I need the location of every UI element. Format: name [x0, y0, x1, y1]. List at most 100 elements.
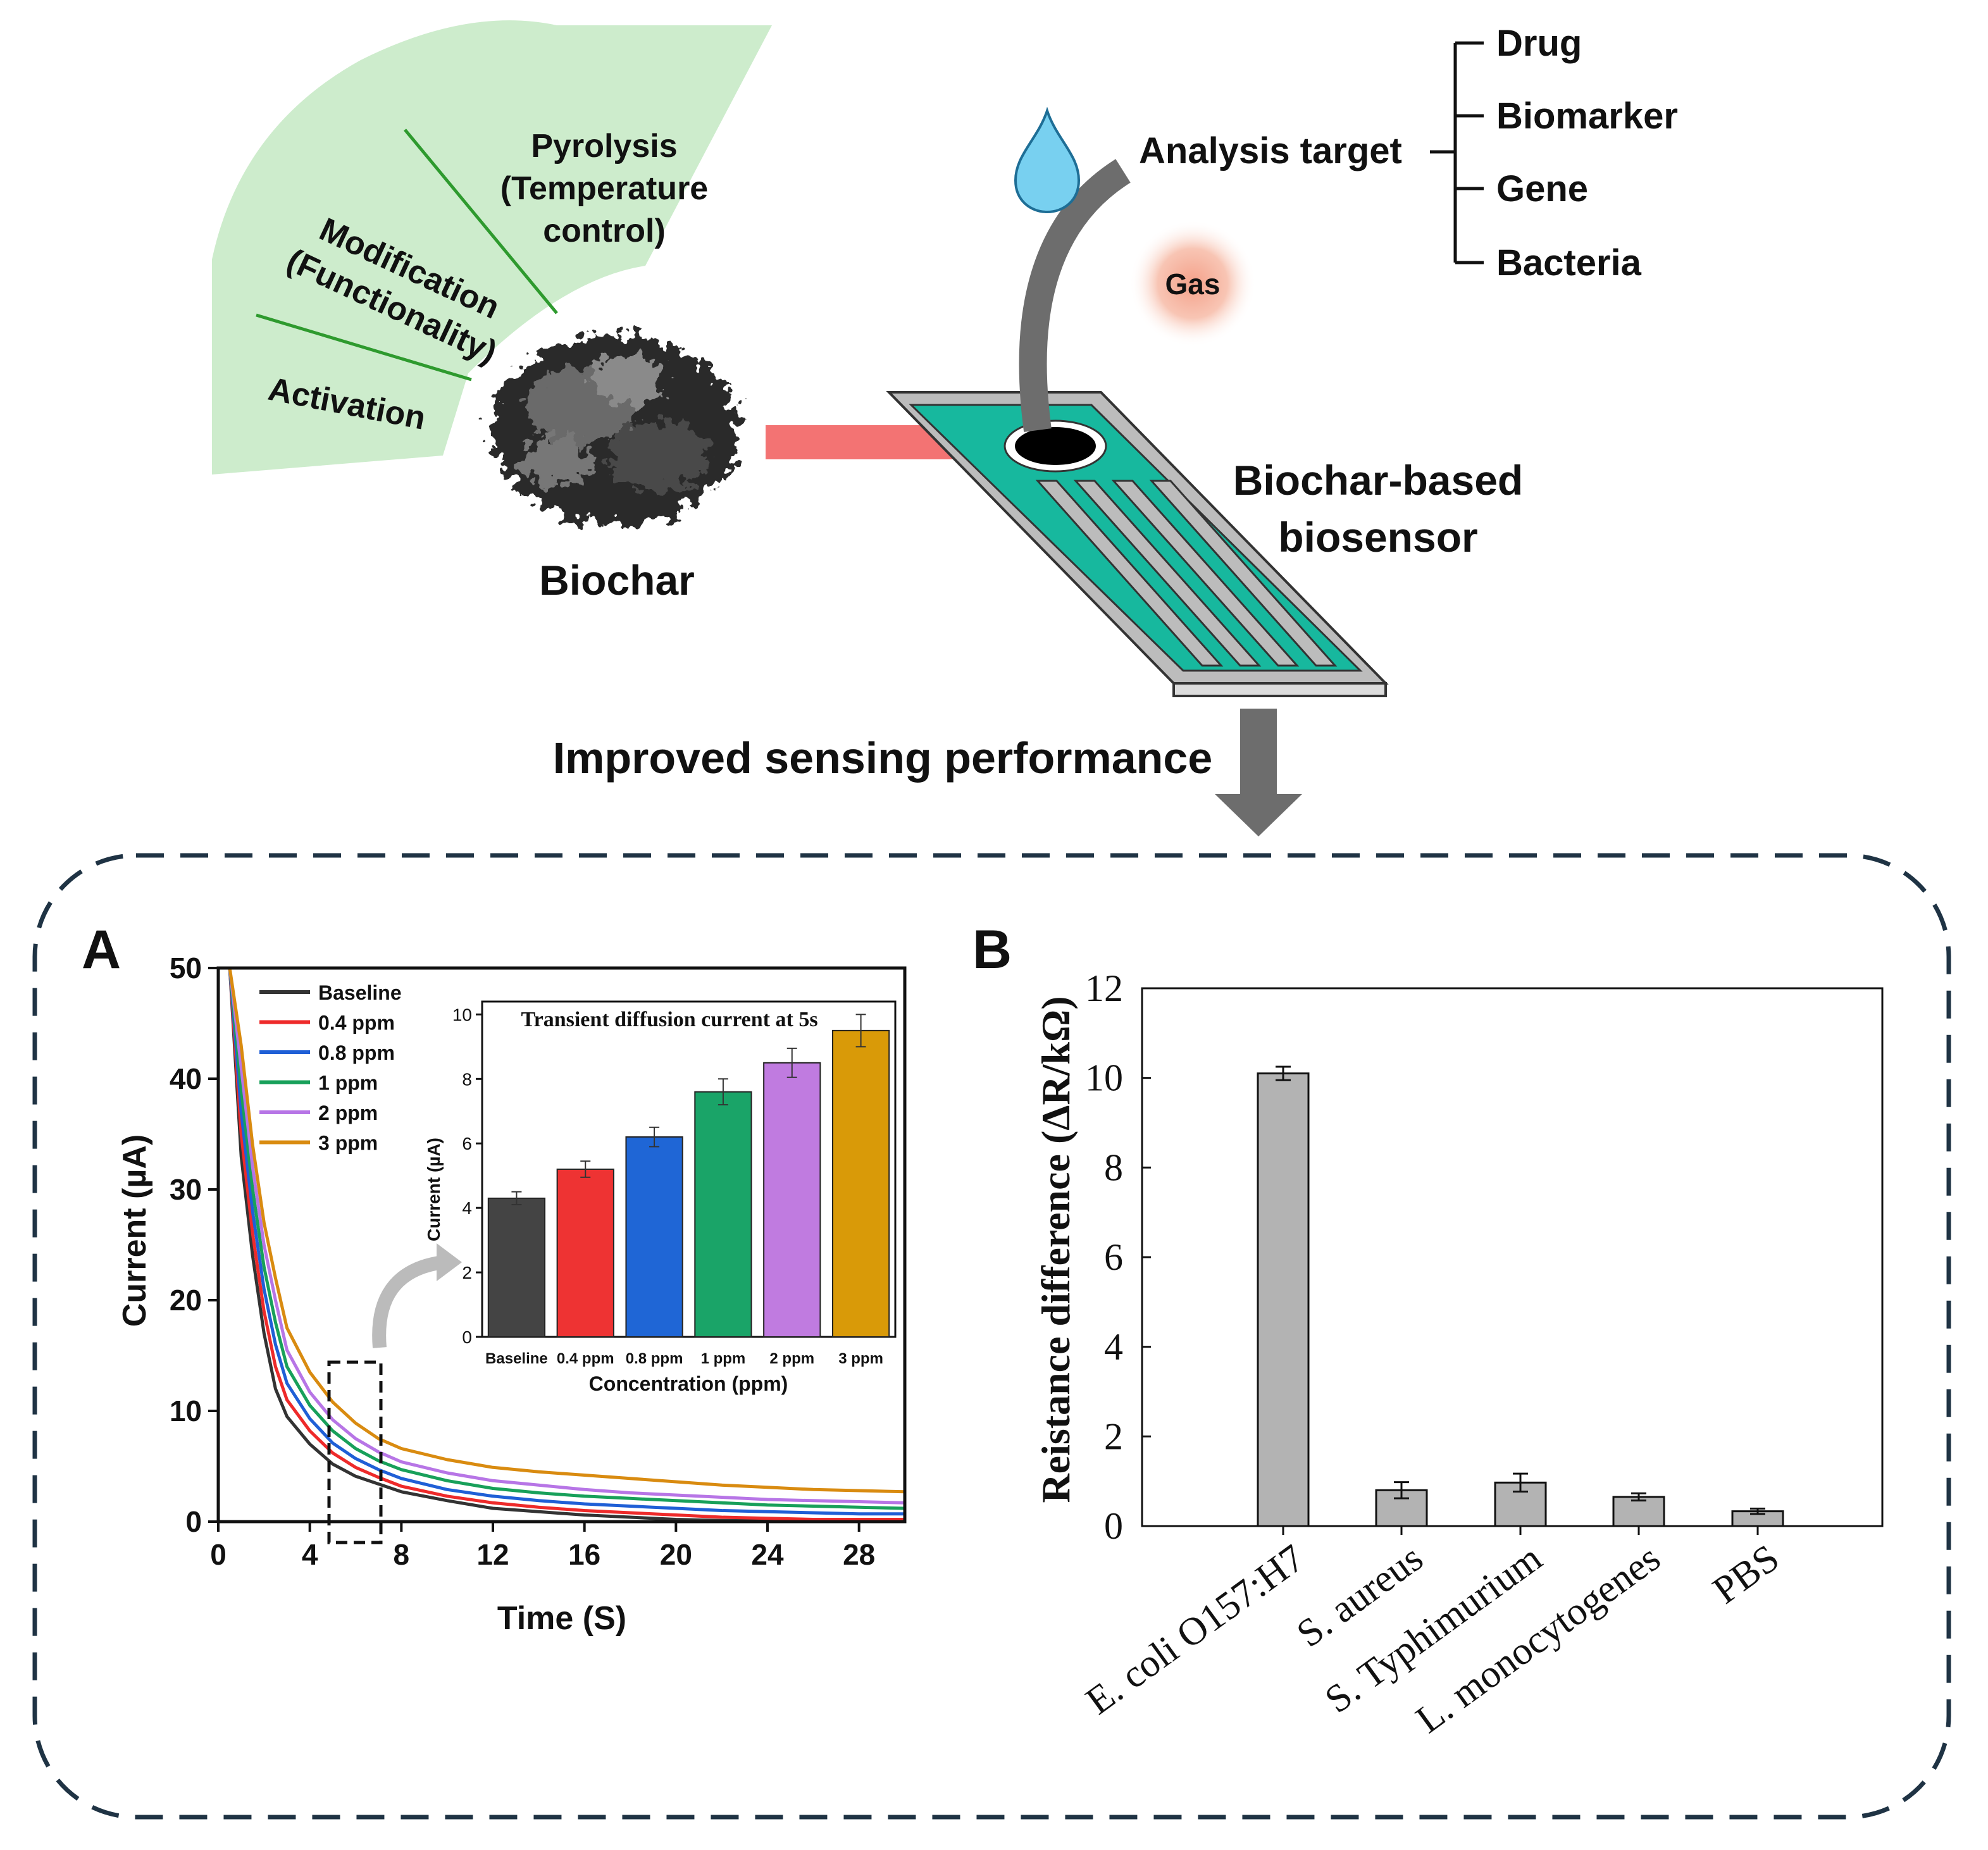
y-tick-label-4: 40 — [170, 1062, 202, 1095]
inset-y-tick-label-3: 6 — [462, 1134, 472, 1153]
panel-a-frame — [216, 966, 907, 1524]
biosensor-label-line2: biosensor — [1278, 514, 1477, 561]
liquid-drop-icon — [1014, 106, 1081, 214]
inset-bar-0 — [487, 1197, 546, 1338]
biosensor-label-line1: Biochar-based — [1233, 457, 1523, 504]
inset-bar-1 — [556, 1169, 614, 1338]
inset-y-tick-label-4: 8 — [462, 1069, 472, 1089]
panel-a-letter: A — [82, 919, 121, 980]
target-bacteria: Bacteria — [1496, 242, 1642, 283]
panel-b-frame — [1141, 987, 1884, 1527]
biochar-label: Biochar — [539, 557, 695, 604]
x-tick-label-3: 12 — [476, 1538, 509, 1571]
x-tick-label-5: 20 — [660, 1538, 692, 1571]
analysis-target-label: Analysis target — [1139, 130, 1402, 171]
chip-electrode-lines — [1035, 480, 1338, 667]
legend-label-4: 2 ppm — [318, 1102, 378, 1124]
legend-label-1: 0.4 ppm — [318, 1012, 395, 1034]
zoom-arrow — [372, 1255, 444, 1348]
b-y-tick-label-0: 0 — [1104, 1505, 1123, 1547]
x-tick-label-0: 0 — [210, 1538, 227, 1571]
biochar-particle — [473, 320, 757, 541]
target-gene: Gene — [1496, 168, 1588, 209]
inset-y-tick-label-5: 10 — [452, 1005, 472, 1024]
chip-side — [1172, 682, 1387, 697]
fan-divider-1 — [404, 128, 558, 314]
inset-x-label-1: 0.4 ppm — [557, 1350, 614, 1367]
target-drug: Drug — [1496, 23, 1582, 64]
x-tick-label-6: 24 — [751, 1538, 784, 1571]
inset-bar-2 — [625, 1136, 683, 1338]
panel-a-xlabel: Time (S) — [497, 1600, 626, 1637]
gas-cloud — [1129, 220, 1256, 347]
line-series-4 — [228, 968, 905, 1505]
inset-xlabel: Concentration (ppm) — [589, 1372, 788, 1395]
pyrolysis-label: Pyrolysis (Temperature control) — [500, 128, 708, 249]
zoom-region-box — [327, 1360, 383, 1544]
sample-well — [1015, 427, 1096, 465]
legend-label-3: 1 ppm — [318, 1072, 378, 1095]
target-bracket — [1430, 41, 1484, 264]
inset-y-tick-label-0: 0 — [462, 1327, 472, 1347]
b-y-tick-label-5: 10 — [1085, 1057, 1123, 1099]
x-tick-label-1: 4 — [302, 1538, 318, 1571]
b-y-tick-label-4: 8 — [1104, 1146, 1123, 1188]
b-y-tick-label-2: 4 — [1104, 1326, 1123, 1368]
b-y-tick-label-6: 12 — [1085, 967, 1123, 1009]
inset-x-label-4: 2 ppm — [769, 1350, 814, 1367]
biosensor-label: Biochar-based biosensor — [1233, 457, 1523, 561]
control-text: control) — [543, 213, 666, 249]
b-bar-0 — [1257, 1072, 1310, 1527]
b-x-label-4: PBS — [1705, 1536, 1787, 1612]
results-box — [32, 853, 1951, 1820]
gas-label: Gas — [1165, 268, 1221, 301]
b-x-label-0: E. coli O157:H7 — [1078, 1536, 1312, 1723]
y-tick-label-1: 10 — [170, 1394, 202, 1427]
legend-label-0: Baseline — [318, 981, 402, 1004]
panel-b-ylabel: Reistance difference (ΔR/kΩ) — [1033, 996, 1078, 1503]
inset-x-label-5: 3 ppm — [838, 1350, 883, 1367]
inset-y-tick-label-1: 2 — [462, 1263, 472, 1282]
panel-a-ylabel: Current (µA) — [116, 1134, 153, 1327]
temperature-text: (Temperature — [500, 170, 708, 207]
improved-performance-label: Improved sensing performance — [553, 733, 1213, 783]
process-fan — [212, 20, 772, 475]
inset-frame — [481, 1000, 897, 1338]
sample-tube — [1019, 159, 1131, 432]
legend-label-2: 0.8 ppm — [318, 1041, 395, 1064]
inset-bar-5 — [831, 1029, 890, 1338]
inset-y-tick-label-2: 4 — [462, 1198, 472, 1218]
inset-title: Transient diffusion current at 5s — [521, 1008, 817, 1031]
x-tick-label-4: 16 — [568, 1538, 600, 1571]
x-tick-label-7: 28 — [843, 1538, 875, 1571]
inset-x-label-0: Baseline — [485, 1350, 548, 1367]
inset-bar-4 — [763, 1062, 821, 1338]
y-tick-label-3: 30 — [170, 1173, 202, 1206]
inset-x-label-2: 0.8 ppm — [626, 1350, 683, 1367]
y-tick-label-0: 0 — [185, 1505, 202, 1538]
inset-bar-3 — [694, 1091, 752, 1338]
b-y-tick-label-1: 2 — [1104, 1415, 1123, 1457]
line-series-5 — [228, 968, 905, 1494]
y-tick-label-5: 50 — [170, 952, 202, 984]
target-biomarker: Biomarker — [1496, 96, 1678, 137]
y-tick-label-2: 20 — [170, 1284, 202, 1317]
panel-b-letter: B — [972, 919, 1012, 980]
inset-ylabel: Current (µA) — [424, 1138, 444, 1241]
b-y-tick-label-3: 6 — [1104, 1236, 1123, 1278]
line-series-3 — [228, 968, 905, 1510]
pyrolysis-text: Pyrolysis — [531, 128, 677, 165]
panel-a-legend: Baseline 0.4 ppm 0.8 ppm 1 ppm 2 ppm 3 ppm — [259, 981, 402, 1155]
x-tick-label-2: 8 — [394, 1538, 410, 1571]
line-series-2 — [228, 968, 905, 1516]
legend-label-5: 3 ppm — [318, 1132, 378, 1155]
inset-x-label-3: 1 ppm — [701, 1350, 746, 1367]
zoom-arrow-head — [437, 1243, 462, 1281]
line-series-1 — [228, 968, 905, 1521]
fan-divider-2 — [256, 313, 472, 382]
down-arrow — [1215, 709, 1302, 836]
